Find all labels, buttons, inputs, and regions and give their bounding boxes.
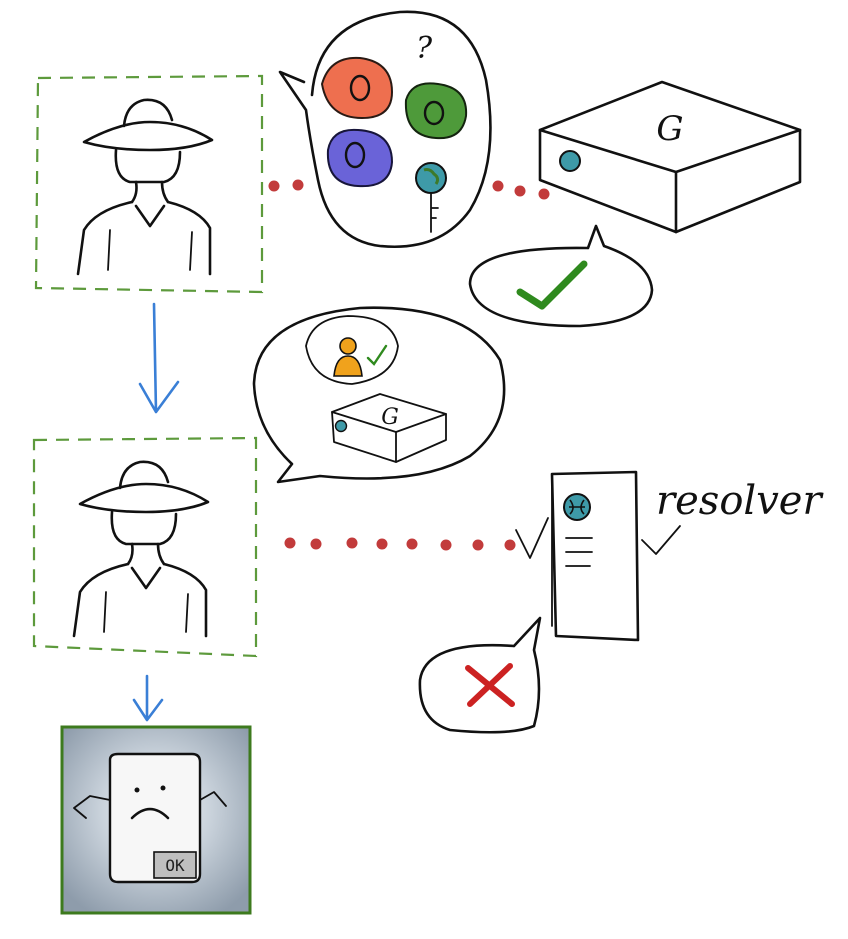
thought-bubble-credentials bbox=[278, 10, 492, 248]
sad-dialog-icon bbox=[73, 752, 227, 884]
dotted-connector-middle bbox=[284, 537, 516, 551]
resolver-label: resolver bbox=[656, 478, 824, 524]
dotted-connector-top-right bbox=[492, 180, 550, 200]
globe-key-icon bbox=[415, 162, 447, 233]
flow-arrow-down-1 bbox=[138, 302, 180, 414]
thought-bubble-authorized bbox=[252, 306, 506, 484]
person-hat-icon bbox=[72, 460, 210, 638]
svg-text:G: G bbox=[656, 109, 683, 149]
svg-text:OK: OK bbox=[165, 856, 185, 875]
person-hat-icon bbox=[76, 98, 214, 276]
cell-purple-icon bbox=[326, 128, 394, 188]
g-box-icon: G bbox=[538, 80, 802, 234]
top-person-frame bbox=[34, 74, 264, 294]
svg-text:G: G bbox=[381, 405, 399, 430]
ok-button[interactable]: OK bbox=[153, 851, 197, 879]
checkmark-icon bbox=[516, 260, 588, 310]
speech-bubble-success bbox=[468, 224, 654, 328]
question-mark: ? bbox=[416, 31, 433, 66]
speech-bubble-failure bbox=[418, 616, 542, 734]
person-check-icon bbox=[333, 337, 388, 377]
cell-green-icon bbox=[404, 82, 468, 140]
cross-icon bbox=[465, 663, 515, 707]
dotted-connector-top-left bbox=[268, 179, 304, 192]
g-box-icon: G bbox=[331, 393, 447, 463]
cell-orange-icon bbox=[320, 56, 394, 120]
middle-person-frame bbox=[32, 436, 258, 658]
resolver-document-icon bbox=[515, 470, 681, 642]
flow-arrow-down-2 bbox=[132, 674, 164, 722]
